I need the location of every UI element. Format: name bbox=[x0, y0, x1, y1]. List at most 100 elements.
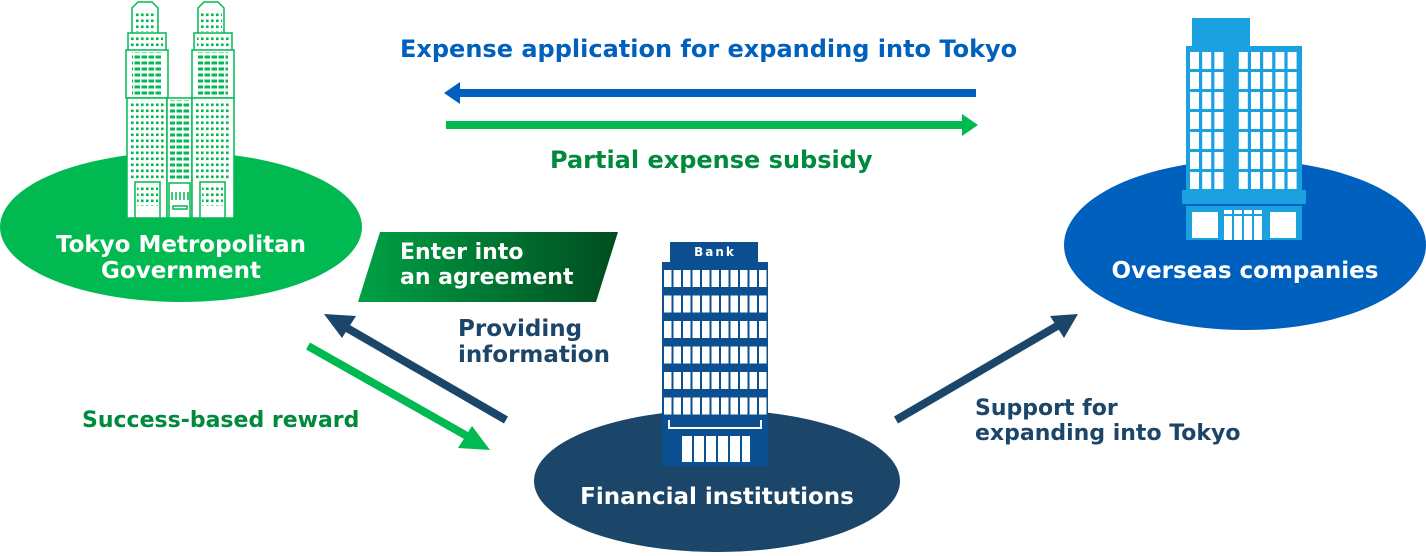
window bbox=[1251, 172, 1260, 189]
window bbox=[740, 321, 748, 338]
window bbox=[749, 397, 757, 415]
window bbox=[1263, 52, 1273, 69]
window bbox=[1287, 52, 1297, 69]
window bbox=[664, 346, 672, 364]
window bbox=[711, 372, 719, 389]
window bbox=[740, 372, 748, 389]
window bbox=[673, 295, 681, 313]
window bbox=[1238, 92, 1248, 109]
support-line1: Support for bbox=[975, 396, 1118, 421]
window bbox=[1238, 52, 1248, 69]
window bbox=[1263, 152, 1273, 169]
window bbox=[673, 372, 681, 389]
window bbox=[1202, 132, 1212, 149]
window bbox=[721, 270, 729, 287]
government-label-line2: Government bbox=[101, 258, 261, 285]
window bbox=[1251, 92, 1260, 109]
window bbox=[1202, 112, 1212, 129]
window bbox=[730, 372, 738, 389]
window bbox=[683, 397, 691, 415]
window bbox=[1214, 52, 1224, 69]
window bbox=[664, 372, 672, 389]
window bbox=[730, 321, 738, 338]
window bbox=[664, 321, 672, 338]
window bbox=[1202, 92, 1212, 109]
window bbox=[683, 270, 691, 287]
window bbox=[702, 321, 710, 338]
support-line2: expanding into Tokyo bbox=[975, 421, 1241, 447]
window bbox=[673, 270, 681, 287]
window bbox=[683, 372, 691, 389]
agreement-label: Enter into an agreement bbox=[400, 240, 573, 291]
window bbox=[702, 346, 710, 364]
window bbox=[1251, 132, 1260, 149]
window bbox=[721, 295, 729, 313]
window bbox=[683, 346, 691, 364]
window bbox=[721, 321, 729, 338]
window bbox=[1214, 172, 1224, 189]
window bbox=[749, 270, 757, 287]
window bbox=[664, 270, 672, 287]
government-label-line1: Tokyo Metropolitan bbox=[55, 232, 307, 258]
window bbox=[1263, 172, 1273, 189]
window bbox=[1190, 52, 1199, 69]
window bbox=[702, 397, 710, 415]
window bbox=[711, 295, 719, 313]
window bbox=[1287, 152, 1297, 169]
window bbox=[1238, 72, 1248, 89]
agreement-line2: an agreement bbox=[400, 265, 574, 291]
window bbox=[692, 270, 700, 287]
window bbox=[692, 346, 700, 364]
providing-info-line1: Providing bbox=[458, 316, 583, 342]
financial-institutions-label: Financial institutions bbox=[580, 484, 854, 510]
window bbox=[740, 270, 748, 287]
window bbox=[1263, 132, 1273, 149]
partial-subsidy-label: Partial expense subsidy bbox=[550, 146, 873, 174]
window bbox=[702, 372, 710, 389]
window bbox=[1263, 92, 1273, 109]
window bbox=[1202, 52, 1212, 69]
window bbox=[1287, 92, 1297, 109]
support-expanding-label: Support for expanding into Tokyo bbox=[975, 396, 1241, 447]
window bbox=[1275, 72, 1285, 89]
window bbox=[740, 346, 748, 364]
window bbox=[1275, 52, 1285, 69]
window bbox=[1238, 172, 1248, 189]
window bbox=[1287, 132, 1297, 149]
expense-application-arrow bbox=[444, 82, 976, 104]
window bbox=[1275, 152, 1285, 169]
window bbox=[683, 321, 691, 338]
window bbox=[1214, 152, 1224, 169]
window bbox=[740, 397, 748, 415]
window bbox=[730, 295, 738, 313]
overseas-companies-label: Overseas companies bbox=[1111, 258, 1379, 284]
window bbox=[1263, 112, 1273, 129]
window bbox=[759, 346, 767, 364]
window bbox=[673, 321, 681, 338]
window bbox=[711, 346, 719, 364]
window bbox=[1214, 72, 1224, 89]
agreement-line1: Enter into bbox=[400, 240, 524, 265]
window bbox=[1190, 172, 1199, 189]
expense-application-label: Expense application for expanding into T… bbox=[400, 35, 1018, 63]
window bbox=[1238, 112, 1248, 129]
window bbox=[1202, 152, 1212, 169]
window bbox=[759, 321, 767, 338]
window bbox=[1190, 132, 1199, 149]
window bbox=[1238, 152, 1248, 169]
window bbox=[1214, 92, 1224, 109]
window bbox=[721, 346, 729, 364]
window bbox=[664, 295, 672, 313]
window bbox=[759, 397, 767, 415]
window bbox=[759, 270, 767, 287]
window bbox=[1275, 92, 1285, 109]
window bbox=[1238, 132, 1248, 149]
window bbox=[1275, 112, 1285, 129]
providing-info-line2: information bbox=[458, 342, 610, 369]
window bbox=[1251, 72, 1260, 89]
window bbox=[1251, 112, 1260, 129]
window bbox=[1287, 112, 1297, 129]
window bbox=[702, 270, 710, 287]
window bbox=[683, 295, 691, 313]
window bbox=[711, 270, 719, 287]
